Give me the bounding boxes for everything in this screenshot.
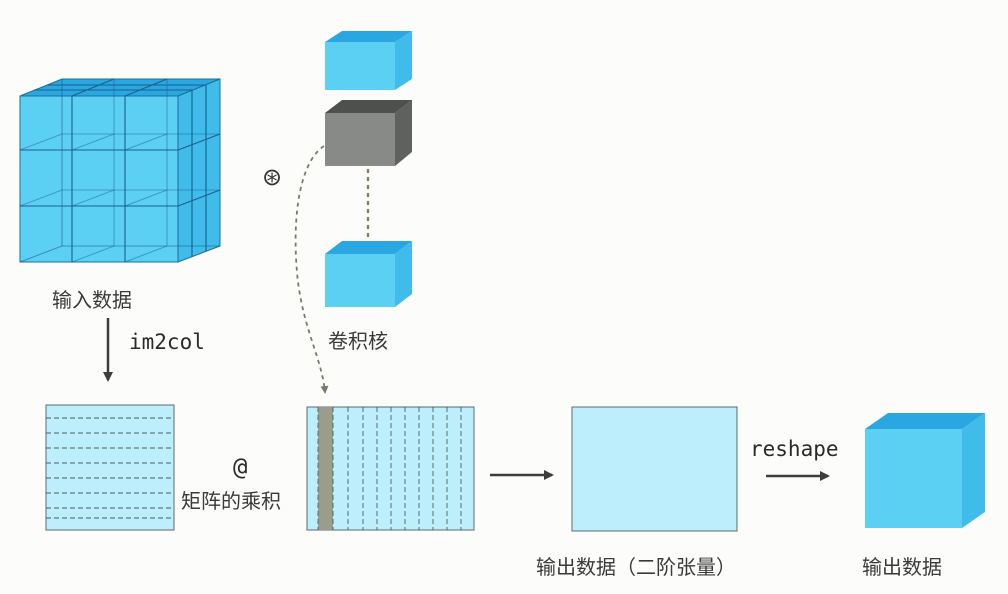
output-data-cube xyxy=(865,413,985,528)
output-matrix-2d xyxy=(571,406,738,532)
output-data-label: 输出数据 xyxy=(862,555,942,579)
convolution-icon: ⊛ xyxy=(262,163,283,191)
kernel-cube-top xyxy=(325,31,412,90)
matmul-label: 矩阵的乘积 xyxy=(181,489,281,513)
im2col-label: im2col xyxy=(129,330,205,354)
im2col-matrix xyxy=(45,404,175,531)
input-data-label: 输入数据 xyxy=(52,288,132,312)
output-2d-label: 输出数据（二阶张量） xyxy=(536,555,736,579)
kernel-label: 卷积核 xyxy=(328,329,388,353)
kernel-matrix xyxy=(306,406,475,531)
kernel-cube-bottom xyxy=(325,241,412,307)
reshape-label: reshape xyxy=(750,437,839,461)
highlighted-kernel-column xyxy=(318,407,333,530)
kernel-cube-dark xyxy=(325,100,412,166)
kernel-to-column-arrow xyxy=(294,145,329,394)
input-data-cube xyxy=(19,78,221,263)
matmul-symbol: @ xyxy=(233,453,248,481)
